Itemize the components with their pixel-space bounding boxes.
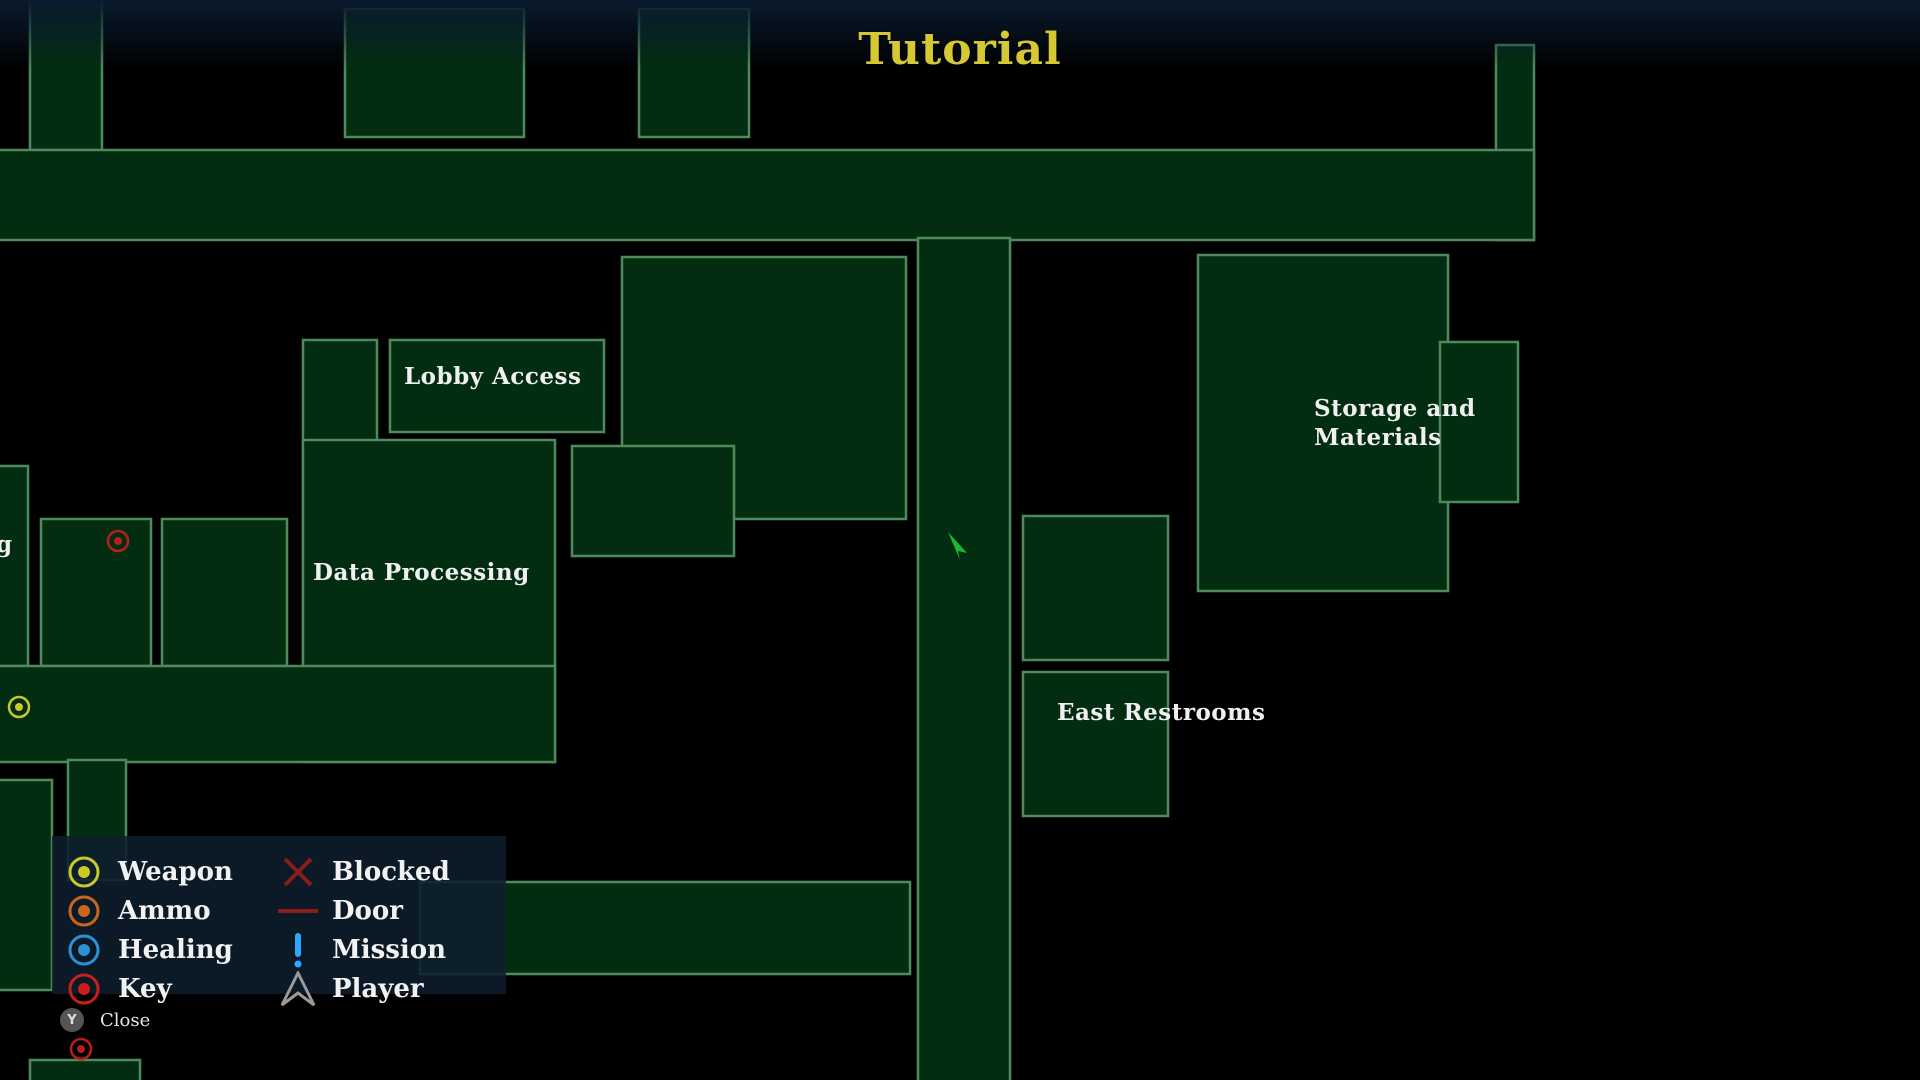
map-room — [28, 1058, 142, 1080]
legend-label: Player — [332, 974, 424, 1004]
room-label-east-restrooms: East Restrooms — [1057, 699, 1266, 726]
legend-item-weapon: Weapon — [64, 854, 233, 890]
map-room — [0, 778, 54, 992]
room-label-partial-left: g — [0, 531, 13, 558]
close-label: Close — [100, 1009, 151, 1031]
map-corridor — [916, 236, 1012, 1080]
weapon-marker-icon — [7, 695, 31, 719]
door-line-icon — [278, 893, 318, 929]
legend-label: Door — [332, 896, 403, 926]
key-marker-icon — [69, 1037, 93, 1061]
legend-item-key: Key — [64, 971, 172, 1007]
legend-label: Mission — [332, 935, 447, 965]
player-marker — [948, 532, 967, 560]
map-title: Tutorial — [858, 24, 1062, 75]
key-marker-icon — [106, 529, 130, 553]
legend-label: Blocked — [332, 857, 450, 887]
map-room — [388, 338, 606, 434]
key-marker-icon — [114, 537, 122, 545]
weapon-marker-icon — [15, 703, 23, 711]
mission-exclamation-icon — [278, 932, 318, 968]
map-room — [570, 444, 736, 558]
map-corridor — [0, 148, 1536, 242]
map-room — [0, 464, 30, 668]
blocked-x-icon — [278, 854, 318, 890]
y-button-icon[interactable]: Y — [60, 1008, 84, 1032]
legend-label: Ammo — [118, 896, 211, 926]
key-ring-icon — [64, 971, 104, 1007]
legend-item-blocked: Blocked — [278, 854, 450, 890]
legend-label: Healing — [118, 935, 233, 965]
map-room — [1021, 514, 1170, 662]
room-label-lobby-access: Lobby Access — [404, 363, 582, 390]
legend-label: Key — [118, 974, 172, 1004]
map-room — [1021, 670, 1170, 818]
player-arrow-icon — [278, 971, 318, 1007]
legend-item-ammo: Ammo — [64, 893, 211, 929]
map-room — [39, 517, 153, 668]
legend-item-player: Player — [278, 971, 424, 1007]
map-room — [28, 0, 104, 152]
legend-label: Weapon — [118, 857, 233, 887]
legend-item-mission: Mission — [278, 932, 446, 968]
legend-item-door: Door — [278, 893, 403, 929]
key-marker-icon — [77, 1045, 85, 1053]
room-label-data-processing: Data Processing — [313, 559, 530, 586]
legend-item-healing: Healing — [64, 932, 233, 968]
map-room — [1196, 253, 1450, 593]
map-corridor — [0, 664, 557, 764]
map-legend: Weapon Ammo Healing Key Blocked Door M — [52, 836, 506, 1007]
ammo-ring-icon — [64, 893, 104, 929]
map-room — [1438, 340, 1520, 504]
map-room — [160, 517, 289, 668]
weapon-ring-icon — [64, 854, 104, 890]
close-hint[interactable]: Y Close — [60, 1008, 150, 1032]
healing-ring-icon — [64, 932, 104, 968]
room-label-storage-and-materials: Storage and Materials — [1314, 395, 1476, 451]
